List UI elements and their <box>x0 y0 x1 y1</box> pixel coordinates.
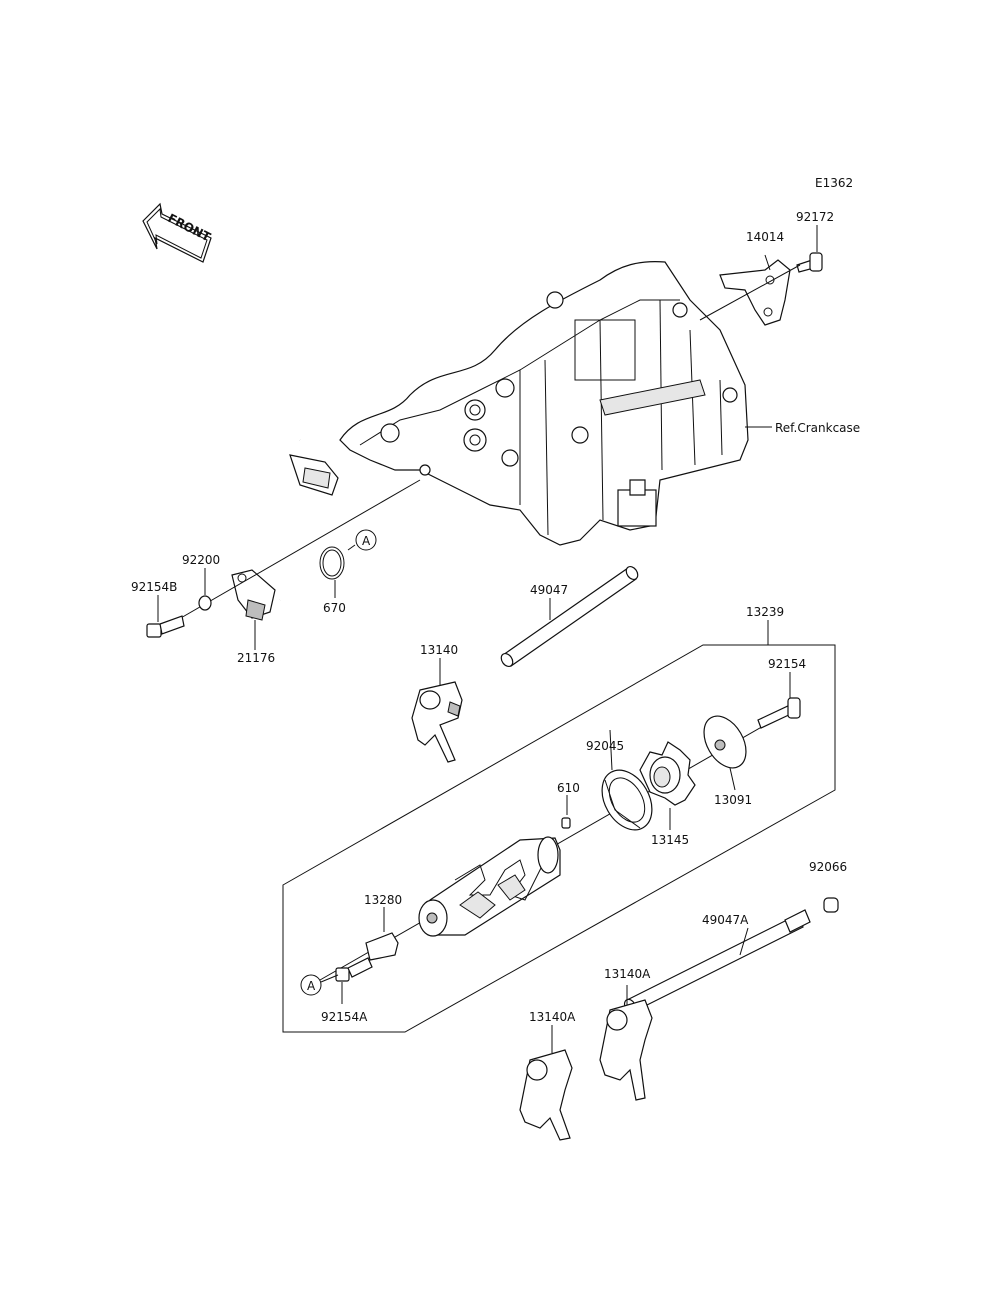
callout-13140A-2: 13140A <box>529 1010 576 1024</box>
callout-14014: 14014 <box>746 230 784 244</box>
ref-a-upper: A <box>362 534 371 548</box>
part-92045-bearing <box>601 769 653 831</box>
part-13140A-fork-right <box>599 999 653 1101</box>
callout-13145: 13145 <box>651 833 689 847</box>
callout-13140A-1: 13140A <box>604 967 651 981</box>
part-610-pin <box>561 817 571 829</box>
part-92154-bolt <box>757 697 801 729</box>
part-13280-pin <box>365 932 399 961</box>
part-49047-shaft <box>500 565 639 668</box>
part-13280-drum <box>418 836 561 937</box>
part-92066-cap <box>823 897 839 913</box>
callout-92154A: 92154A <box>321 1010 368 1024</box>
callout-610: 610 <box>557 781 580 795</box>
callout-92200: 92200 <box>182 553 220 567</box>
diagram-code: E1362 <box>815 176 853 190</box>
callout-92066: 92066 <box>809 860 847 874</box>
callout-13280: 13280 <box>364 893 402 907</box>
callout-92154: 92154 <box>768 657 806 671</box>
part-92154B-bolt <box>146 615 185 638</box>
part-14014-bracket <box>719 259 791 326</box>
callout-92172: 92172 <box>796 210 834 224</box>
callout-49047A: 49047A <box>702 913 749 927</box>
callout-13239: 13239 <box>746 605 784 619</box>
callout-92154B: 92154B <box>131 580 177 594</box>
part-13140-fork <box>411 681 463 763</box>
part-92172-bolt <box>796 252 823 273</box>
ref-a-lower: A <box>307 979 316 993</box>
assembly-13239-boundary <box>282 644 836 1033</box>
callout-13091: 13091 <box>714 793 752 807</box>
part-92154A-bolt <box>335 957 373 982</box>
callout-670: 670 <box>323 601 346 615</box>
ref-crankcase-label: Ref.Crankcase <box>775 421 860 435</box>
crankcase <box>339 260 749 546</box>
part-670-o-ring <box>319 546 345 580</box>
front-arrow-icon: FRONT <box>142 202 213 263</box>
callout-21176: 21176 <box>237 651 275 665</box>
part-13145-gear <box>639 741 696 806</box>
part-92200-washer <box>198 595 212 611</box>
part-13140A-fork-left <box>519 1049 573 1141</box>
part-13091-plate <box>703 715 747 769</box>
callout-49047: 49047 <box>530 583 568 597</box>
part-21176-sensor <box>231 422 339 621</box>
callout-13140: 13140 <box>420 643 458 657</box>
callout-92045: 92045 <box>586 739 624 753</box>
